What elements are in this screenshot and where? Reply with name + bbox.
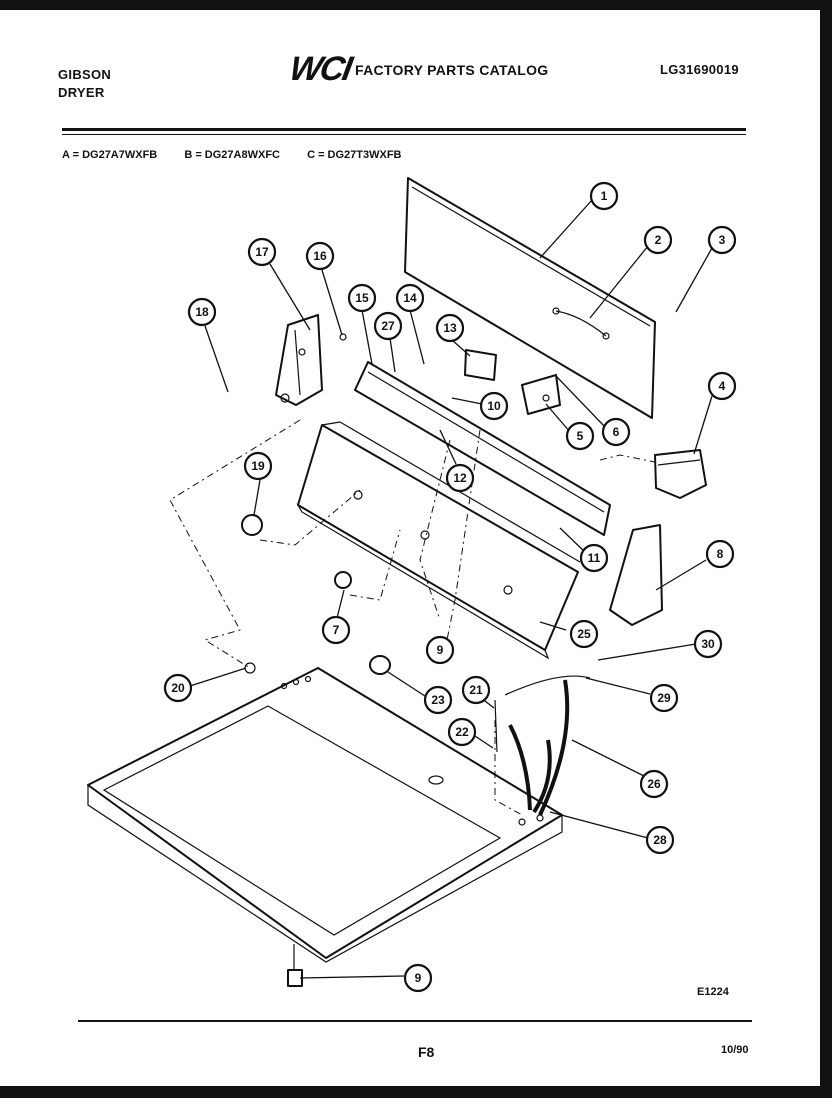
callout-22: 22 — [447, 717, 477, 747]
svg-text:2: 2 — [655, 233, 662, 247]
svg-text:5: 5 — [577, 429, 584, 443]
svg-text:9: 9 — [415, 971, 422, 985]
part-console-panel — [297, 424, 579, 651]
svg-text:9: 9 — [437, 643, 444, 657]
callout-13: 13 — [435, 313, 465, 343]
callout-20: 20 — [163, 673, 193, 703]
part-knob-7 — [334, 571, 352, 589]
part-leveling-foot — [287, 969, 303, 987]
part-dryer-top — [87, 667, 563, 959]
part-left-bracket — [275, 314, 323, 406]
part-switch — [464, 349, 497, 381]
callout-7: 7 — [321, 615, 351, 645]
callout-30: 30 — [693, 629, 723, 659]
callout-2: 2 — [643, 225, 673, 255]
catalog-date: 10/90 — [721, 1044, 749, 1056]
footer-rule — [78, 1020, 752, 1022]
wire-harness — [504, 675, 591, 696]
part-knob-19 — [241, 514, 263, 536]
callout-1: 1 — [589, 181, 619, 211]
svg-text:3: 3 — [719, 233, 726, 247]
callout-21: 21 — [461, 675, 491, 705]
model-c: C = DG27T3WXFB — [307, 149, 402, 161]
callout-27: 27 — [373, 311, 403, 341]
svg-text:7: 7 — [333, 623, 340, 637]
product-type: DRYER — [58, 85, 105, 100]
svg-text:21: 21 — [469, 683, 483, 697]
part-knob-23 — [369, 655, 391, 675]
part-control-switch — [654, 449, 707, 499]
svg-text:1: 1 — [601, 189, 608, 203]
callout-17: 17 — [247, 237, 277, 267]
callout-9-lower: 9 — [403, 963, 433, 993]
callout-23: 23 — [423, 685, 453, 715]
svg-text:11: 11 — [588, 551, 601, 565]
svg-text:10: 10 — [487, 399, 501, 413]
callout-11: 11 — [579, 543, 609, 573]
svg-text:22: 22 — [455, 725, 469, 739]
callout-5: 5 — [565, 421, 595, 451]
svg-text:23: 23 — [431, 693, 445, 707]
top-border — [0, 0, 832, 10]
bottom-border — [0, 1086, 832, 1098]
svg-text:4: 4 — [719, 379, 726, 393]
model-a: A = DG27A7WXFB — [62, 149, 158, 161]
callout-18: 18 — [187, 297, 217, 327]
callout-3: 3 — [707, 225, 737, 255]
part-bracket — [521, 374, 561, 415]
right-border — [820, 0, 832, 1098]
callout-9-upper: 9 — [425, 635, 455, 665]
model-legend: A = DG27A7WXFB B = DG27A8WXFC C = DG27T3… — [62, 149, 426, 161]
svg-text:29: 29 — [657, 691, 671, 705]
svg-text:18: 18 — [195, 305, 209, 319]
callout-8: 8 — [705, 539, 735, 569]
callout-4: 4 — [707, 371, 737, 401]
callout-29: 29 — [649, 683, 679, 713]
brand-name: GIBSON — [58, 67, 112, 82]
callout-25: 25 — [569, 619, 599, 649]
svg-text:8: 8 — [717, 547, 724, 561]
svg-text:15: 15 — [355, 291, 369, 305]
svg-text:19: 19 — [251, 459, 265, 473]
figure-code: E1224 — [697, 986, 729, 998]
callout-10: 10 — [479, 391, 509, 421]
part-end-cap — [609, 524, 663, 626]
model-b: B = DG27A8WXFC — [184, 149, 280, 161]
svg-text:20: 20 — [171, 681, 185, 695]
svg-text:27: 27 — [381, 319, 395, 333]
svg-text:30: 30 — [701, 637, 715, 651]
callout-14: 14 — [395, 283, 425, 313]
svg-text:12: 12 — [453, 471, 467, 485]
svg-text:16: 16 — [313, 249, 327, 263]
callout-12: 12 — [445, 463, 475, 493]
part-control-channel — [354, 361, 611, 536]
svg-text:13: 13 — [443, 321, 457, 335]
svg-text:6: 6 — [613, 425, 620, 439]
header-rule-thick — [62, 128, 746, 131]
svg-text:14: 14 — [403, 291, 417, 305]
callout-15: 15 — [347, 283, 377, 313]
callout-19: 19 — [243, 451, 273, 481]
svg-text:17: 17 — [255, 245, 269, 259]
catalog-title: FACTORY PARTS CATALOG — [355, 62, 549, 78]
svg-text:25: 25 — [577, 627, 591, 641]
callout-28: 28 — [645, 825, 675, 855]
svg-text:26: 26 — [647, 777, 661, 791]
callout-6: 6 — [601, 417, 631, 447]
catalog-code: LG31690019 — [660, 62, 739, 77]
page-number: F8 — [418, 1044, 435, 1060]
header-rule-thin — [62, 134, 746, 135]
svg-text:28: 28 — [653, 833, 667, 847]
callout-26: 26 — [639, 769, 669, 799]
callout-16: 16 — [305, 241, 335, 271]
part-back-panel — [404, 177, 656, 419]
